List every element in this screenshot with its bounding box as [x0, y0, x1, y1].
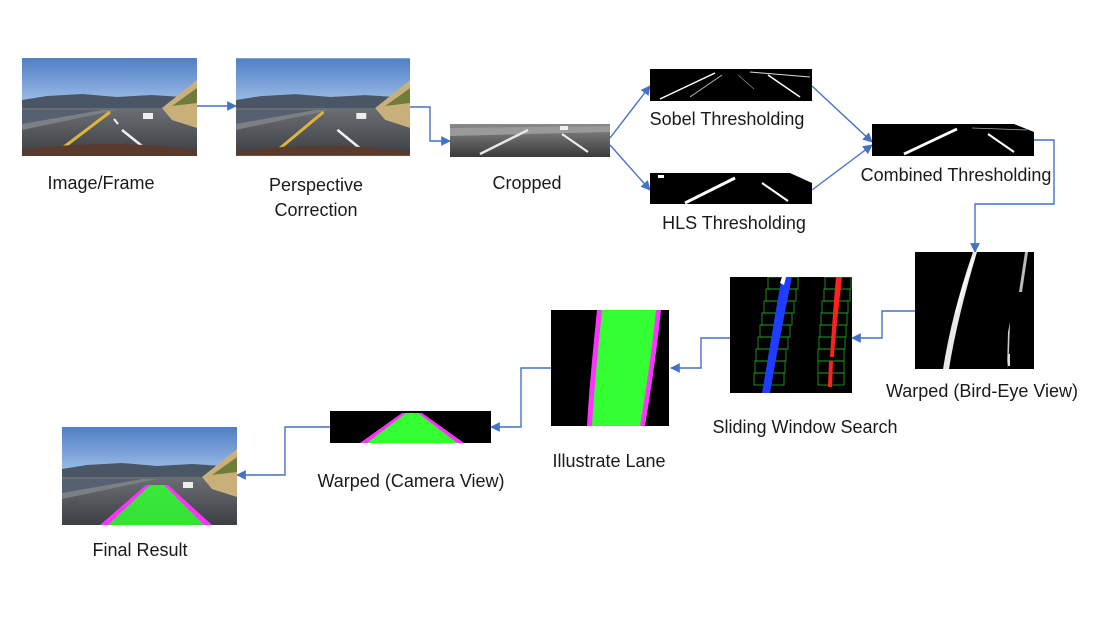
final-result-image — [62, 427, 237, 525]
arrow-cropped-to-hls — [609, 144, 651, 191]
label-sobel: Sobel Thresholding — [650, 109, 805, 129]
connector-arrows — [197, 85, 1055, 480]
sobel-binary-image — [650, 69, 812, 101]
node-sobel-thresholding: Sobel Thresholding — [650, 69, 812, 129]
node-perspective-correction: Perspective Correction — [236, 58, 410, 220]
illustrated-lane-image — [551, 310, 669, 426]
lane-right-edge — [640, 310, 661, 426]
node-cropped: Cropped — [450, 124, 610, 193]
arrow-sobel-to-combined — [811, 85, 873, 143]
road-photo-original — [22, 58, 197, 156]
node-illustrate-lane: Illustrate Lane — [551, 310, 669, 471]
lane-fill — [589, 310, 659, 426]
arrow-sliding-to-illustrate — [670, 337, 730, 373]
arrow-illustrate-to-camera — [490, 367, 551, 432]
arrow-cropped-to-sobel — [609, 85, 651, 139]
node-sliding-window: Sliding Window Search — [712, 277, 898, 437]
node-hls-thresholding: HLS Thresholding — [650, 173, 812, 233]
combined-binary-image — [872, 124, 1034, 156]
label-combined: Combined Thresholding — [861, 165, 1052, 185]
label-hls: HLS Thresholding — [662, 213, 806, 233]
label-cropped: Cropped — [492, 173, 561, 193]
node-warped-camera: Warped (Camera View) — [317, 411, 505, 491]
label-perspective-line2: Correction — [274, 200, 357, 220]
warped-camera-image — [330, 411, 491, 443]
label-illustrate-lane: Illustrate Lane — [552, 451, 665, 471]
right-lane-pixels — [830, 277, 842, 357]
label-warped-bird-eye: Warped (Bird-Eye View) — [886, 381, 1078, 401]
arrow-hls-to-combined — [811, 144, 873, 191]
arrow-combined-to-warped — [970, 139, 1055, 253]
node-warped-bird-eye: Warped (Bird-Eye View) — [886, 252, 1078, 401]
cropped-grayscale-image — [450, 124, 610, 157]
warped-bird-eye-image — [915, 252, 1034, 369]
arrow-camera-to-final — [236, 426, 330, 480]
sliding-window-image — [730, 277, 852, 393]
road-photo-corrected — [236, 58, 410, 156]
label-image-frame: Image/Frame — [47, 173, 154, 193]
label-sliding-window: Sliding Window Search — [712, 417, 897, 437]
left-lane-pixels — [762, 277, 792, 393]
label-warped-camera: Warped (Camera View) — [317, 471, 504, 491]
node-image-frame: Image/Frame — [22, 58, 197, 193]
hls-binary-image — [650, 173, 812, 204]
arrow-perspective-to-cropped — [410, 106, 451, 146]
label-final-result: Final Result — [92, 540, 187, 560]
node-combined-thresholding: Combined Thresholding — [861, 124, 1052, 185]
lane-left-edge — [587, 310, 602, 426]
arrow-warped-to-sliding — [851, 310, 915, 343]
label-perspective-line1: Perspective — [269, 175, 363, 195]
node-final-result: Final Result — [62, 427, 237, 560]
